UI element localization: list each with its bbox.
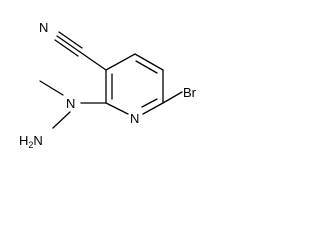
bond-c3-c4 (105, 53, 136, 71)
amino-n-label: N (33, 133, 42, 148)
bond-c6-n1 (142, 102, 164, 115)
bond-nitrile-3 (54, 39, 79, 57)
ring-n-label: N (130, 111, 139, 126)
bond-n-n (52, 111, 71, 129)
molecule-structure: N N N Br H2N (19, 20, 197, 150)
bond-n1-c2 (105, 102, 129, 115)
bond-n-methyl (39, 80, 64, 96)
bond-c6-n1-inner (141, 98, 158, 108)
amino-group-label: H2N (19, 133, 43, 150)
bond-c4-c5-inner (135, 60, 158, 74)
nitrile-n-label: N (39, 20, 48, 35)
bond-nitrile-2 (58, 31, 83, 49)
bond-nitrile-1 (56, 35, 81, 53)
bond-c4-c5 (134, 53, 164, 71)
bromine-label: Br (183, 85, 197, 100)
amino-h-label: H (19, 133, 28, 148)
amino-h-count: 2 (28, 140, 33, 150)
bond-c3-cn (79, 51, 107, 71)
hydrazine-n-label: N (66, 96, 75, 111)
bond-c5-br (162, 91, 183, 104)
